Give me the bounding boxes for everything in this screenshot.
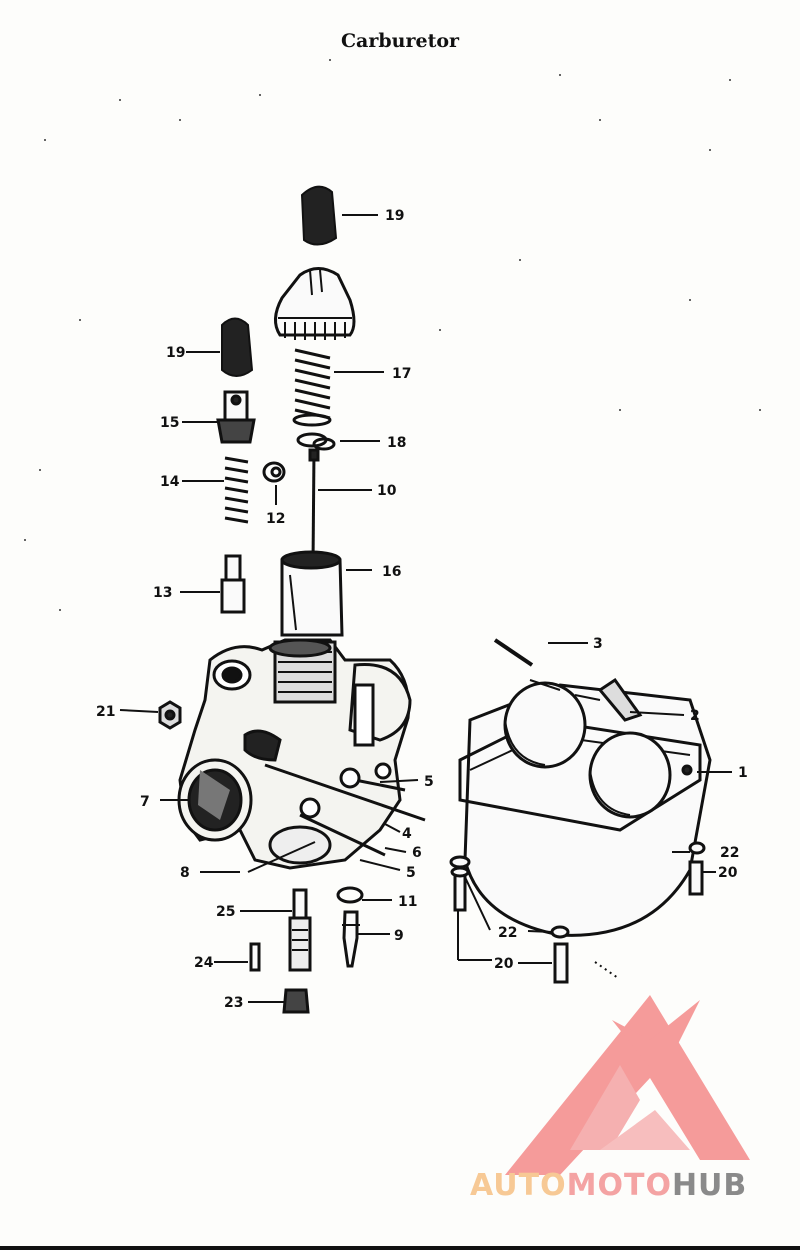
label-19-top: 19	[385, 208, 404, 224]
rubber-cap-top	[300, 185, 338, 246]
carburetor-body	[177, 638, 412, 870]
throttle-spring	[292, 348, 332, 427]
label-22-bottom: 22	[498, 925, 517, 941]
label-16: 16	[382, 564, 401, 580]
label-10: 10	[377, 483, 397, 499]
float-chamber	[458, 677, 712, 937]
label-13: 13	[153, 585, 172, 601]
watermark-text: AUTOMOTOHUB	[470, 1168, 747, 1203]
label-20-right: 20	[718, 865, 738, 881]
mixing-chamber-cap	[274, 267, 356, 340]
label-8: 8	[180, 865, 190, 881]
chamber-screws	[449, 841, 706, 984]
float-pin	[493, 638, 534, 667]
label-11: 11	[398, 894, 417, 910]
label-4: 4	[402, 826, 412, 842]
nut	[158, 700, 182, 730]
label-12: 12	[266, 511, 285, 527]
leader-lines	[119, 214, 732, 1003]
diagram-title: Carburetor	[340, 30, 460, 52]
choke-spring	[224, 456, 249, 524]
label-18: 18	[387, 435, 406, 451]
label-19-left: 19	[166, 345, 185, 361]
watermark-moto: MOTO	[566, 1168, 672, 1203]
label-6: 6	[412, 845, 422, 861]
label-2: 2	[690, 708, 700, 724]
main-jet-parts	[249, 886, 364, 1014]
label-7: 7	[140, 794, 150, 810]
jet-needle	[308, 448, 320, 566]
label-9: 9	[394, 928, 404, 944]
label-14: 14	[160, 474, 180, 490]
label-5-upper: 5	[424, 774, 434, 790]
rubber-cap-small	[221, 317, 254, 377]
label-21: 21	[96, 704, 115, 720]
label-1: 1	[738, 765, 748, 781]
automotohub-logo	[505, 995, 750, 1175]
watermark-hub: HUB	[671, 1168, 748, 1203]
needle-clip	[296, 432, 336, 451]
choke-plunger	[220, 554, 246, 614]
label-23: 23	[224, 995, 243, 1011]
print-specks	[24, 59, 761, 611]
label-5-lower: 5	[406, 865, 416, 881]
pilot-screws	[264, 762, 426, 857]
throttle-valve	[280, 550, 344, 637]
cable-adjuster	[216, 390, 256, 444]
label-20-bottom: 20	[494, 956, 514, 972]
watermark-auto: AUTO	[470, 1168, 567, 1203]
o-ring	[262, 461, 286, 483]
label-25: 25	[216, 904, 235, 920]
label-15: 15	[160, 415, 179, 431]
label-17: 17	[392, 366, 411, 382]
label-3: 3	[593, 636, 603, 652]
bottom-border	[0, 1246, 800, 1250]
label-24: 24	[194, 955, 214, 971]
label-22-right: 22	[720, 845, 739, 861]
